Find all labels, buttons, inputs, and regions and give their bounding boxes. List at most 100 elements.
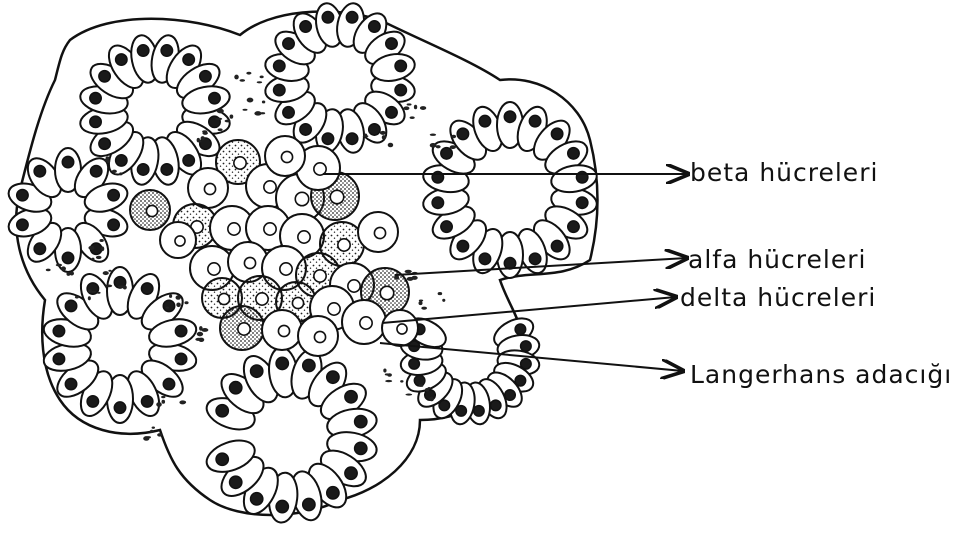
islet-nucleus: [314, 331, 325, 342]
connective-speck: [119, 172, 122, 175]
connective-speck: [56, 264, 62, 267]
connective-speck: [405, 270, 412, 274]
connective-speck: [152, 426, 155, 428]
islet-nucleus: [204, 183, 215, 194]
connective-speck: [112, 170, 117, 173]
connective-speck: [198, 338, 204, 342]
acinar-nucleus: [551, 240, 562, 251]
islet-nucleus: [374, 227, 385, 238]
acinar-nucleus: [17, 219, 28, 230]
acinar-nucleus: [108, 219, 119, 230]
acinar-nucleus: [114, 402, 125, 413]
connective-speck: [162, 400, 166, 404]
connective-speck: [146, 436, 151, 438]
connective-speck: [421, 307, 427, 310]
islet-nucleus: [218, 293, 229, 304]
acinar-nucleus: [369, 124, 380, 135]
acinar-nucleus: [355, 442, 367, 454]
connective-speck: [215, 118, 222, 121]
acinar-nucleus: [34, 243, 45, 254]
connective-speck: [103, 271, 109, 275]
connective-speck: [218, 128, 223, 131]
acinar-nucleus: [303, 498, 315, 510]
islet-nucleus: [234, 157, 246, 169]
connective-speck: [75, 296, 79, 299]
acinar-nucleus: [90, 116, 101, 127]
acinar-nucleus: [345, 391, 357, 403]
acinar-nucleus: [322, 133, 333, 144]
connective-speck: [240, 79, 246, 82]
acinar-nucleus: [161, 45, 172, 56]
islet-nucleus: [175, 236, 185, 246]
acinar-nucleus: [276, 357, 288, 369]
islet-nucleus: [338, 239, 350, 251]
acinar-nucleus: [479, 115, 490, 126]
acinar-nucleus: [141, 283, 152, 294]
islet-nucleus: [278, 325, 289, 336]
connective-speck: [156, 402, 162, 407]
acinar-nucleus: [65, 378, 76, 389]
islet-nucleus: [264, 223, 276, 235]
acinar-nucleus: [116, 155, 127, 166]
connective-speck: [105, 284, 112, 287]
acinar-nucleus: [230, 382, 242, 394]
connective-speck: [175, 295, 180, 300]
islet-nucleus: [295, 192, 308, 205]
connective-speck: [184, 301, 188, 304]
connective-speck: [169, 294, 172, 298]
islet-nucleus: [256, 293, 268, 305]
connective-speck: [197, 138, 200, 142]
acinar-nucleus: [175, 325, 186, 336]
connective-speck: [430, 143, 437, 148]
connective-speck: [407, 103, 412, 105]
connective-speck: [202, 131, 207, 134]
acinar-nucleus: [90, 92, 101, 103]
connective-speck: [400, 380, 403, 382]
acinar-nucleus: [251, 365, 263, 377]
acinar-nucleus: [414, 375, 425, 386]
acinar-nucleus: [274, 60, 285, 71]
islet-nucleus: [314, 270, 326, 282]
islet-nucleus: [298, 231, 310, 243]
acinar-nucleus: [346, 12, 357, 23]
acinar-nucleus: [251, 493, 263, 505]
acinar-nucleus: [369, 21, 380, 32]
acinar-nucleus: [345, 467, 357, 479]
connective-speck: [407, 277, 414, 281]
connective-speck: [403, 106, 409, 110]
connective-speck: [91, 291, 96, 293]
acinar-nucleus: [303, 359, 315, 371]
acinar-nucleus: [568, 148, 579, 159]
connective-speck: [257, 81, 262, 83]
acinar-nucleus: [87, 396, 98, 407]
connective-speck: [107, 160, 110, 163]
islet-nucleus: [244, 257, 255, 268]
acinar-nucleus: [346, 133, 357, 144]
acinar-nucleus: [183, 155, 194, 166]
connective-speck: [419, 384, 424, 387]
islet-nucleus: [328, 303, 340, 315]
connective-speck: [150, 430, 154, 433]
connective-speck: [176, 302, 180, 307]
islet-nucleus: [228, 223, 240, 235]
connective-speck: [234, 75, 239, 80]
connective-speck: [61, 266, 66, 270]
acinar-nucleus: [409, 359, 420, 370]
acinar-nucleus: [529, 115, 540, 126]
islet-nucleus: [146, 205, 157, 216]
connective-speck: [99, 239, 103, 242]
acinar-nucleus: [17, 189, 28, 200]
acinar-nucleus: [505, 390, 516, 401]
connective-speck: [430, 134, 436, 136]
acinar-nucleus: [479, 253, 490, 264]
connective-speck: [161, 396, 165, 398]
acinar-nucleus: [386, 38, 397, 49]
connective-speck: [388, 143, 394, 148]
connective-speck: [385, 373, 390, 375]
acinar-nucleus: [62, 156, 73, 167]
islet-nucleus: [238, 323, 250, 335]
acinar-nucleus: [90, 166, 101, 177]
acinar-nucleus: [62, 252, 73, 263]
connective-speck: [108, 270, 111, 272]
acinar-nucleus: [274, 84, 285, 95]
